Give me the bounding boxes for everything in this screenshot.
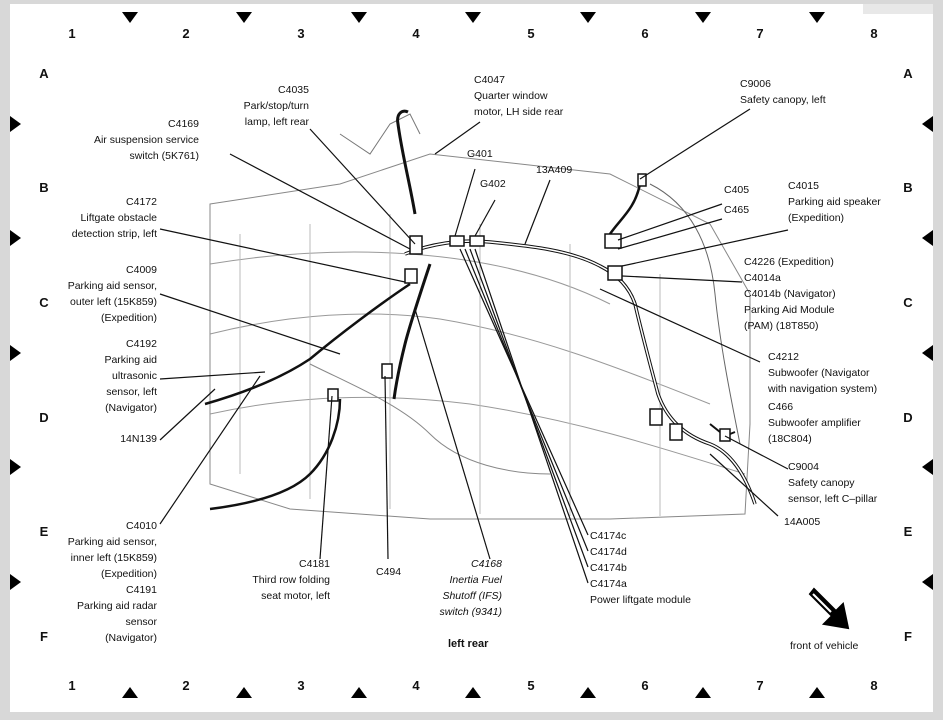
diagram-sheet: 1 2 3 4 5 6 7 8 1 2 3 4 5 6 7 8 A B C D … [10, 4, 933, 712]
label-c4172: C4172 Liftgate obstacle detection strip,… [71, 196, 157, 240]
grid-row-right-e: E [903, 524, 913, 539]
grid-col-bottom-1: 1 [68, 678, 76, 693]
grid-col-top-5: 5 [527, 26, 535, 41]
border-marker [922, 230, 933, 246]
grid-row-right-b: B [903, 180, 913, 195]
border-marker [809, 687, 825, 698]
border-marker [351, 12, 367, 23]
border-marker [122, 12, 138, 23]
diagram-caption: left rear [448, 638, 489, 650]
label-c4035: C4035 Park/stop/turn lamp, left rear [243, 84, 309, 128]
vehicle-wiring-drawing [159, 108, 850, 630]
label-c465: C465 [724, 204, 750, 216]
label-14a005: 14A005 [784, 516, 821, 528]
border-marker [122, 687, 138, 698]
label-14n139: 14N139 [120, 433, 157, 445]
grid-row-left-b: B [39, 180, 49, 195]
grid-row-right-c: C [903, 295, 913, 310]
label-c494: C494 [376, 566, 402, 578]
border-marker [236, 687, 252, 698]
grid-row-right-d: D [903, 410, 913, 425]
label-c9006: C9006 Safety canopy, left [740, 78, 826, 106]
label-g401: G401 [467, 148, 493, 160]
label-c9004: C9004 Safety canopy sensor, left C–pilla… [788, 461, 878, 505]
label-c4015: C4015 Parking aid speaker (Expedition) [788, 180, 881, 224]
label-c405: C405 [724, 184, 750, 196]
grid-row-left-c: C [39, 295, 49, 310]
grid-col-top-8: 8 [870, 26, 878, 41]
border-marker [580, 687, 596, 698]
label-c466: C466 Subwoofer amplifier (18C804) [768, 401, 861, 445]
sheet-corner-shadow [863, 4, 933, 14]
grid-col-top-6: 6 [641, 26, 649, 41]
grid-col-bottom-5: 5 [527, 678, 535, 693]
border-marker [922, 459, 933, 475]
border-marker [236, 12, 252, 23]
border-marker [10, 116, 21, 132]
label-c4168: C4168 Inertia Fuel Shutoff (IFS) switch … [439, 558, 502, 618]
front-of-vehicle-arrow [808, 587, 850, 630]
body-outline [204, 109, 757, 520]
label-c4181: C4181 Third row folding seat motor, left [252, 558, 330, 602]
border-marker [10, 574, 21, 590]
grid-col-bottom-8: 8 [870, 678, 878, 693]
label-c4192: C4192 Parking aid ultrasonic sensor, lef… [104, 338, 157, 414]
leader-lines [159, 108, 789, 584]
grid-col-top-3: 3 [297, 26, 305, 41]
border-marker [10, 459, 21, 475]
grid-row-left-f: F [40, 629, 48, 644]
grid-col-top-1: 1 [68, 26, 76, 41]
border-marker [809, 12, 825, 23]
label-c4010-c4191: C4010 Parking aid sensor, inner left (15… [67, 520, 157, 644]
label-c4174: C4174c C4174d C4174b C4174a Power liftga… [590, 530, 691, 606]
border-marker [922, 574, 933, 590]
grid-col-bottom-2: 2 [182, 678, 190, 693]
label-g402: G402 [480, 178, 506, 190]
border-marker [351, 687, 367, 698]
grid-col-bottom-6: 6 [641, 678, 649, 693]
grid-col-top-4: 4 [412, 26, 420, 41]
grid-col-top-7: 7 [756, 26, 764, 41]
label-c4009: C4009 Parking aid sensor, outer left (15… [67, 264, 157, 324]
border-marker [580, 12, 596, 23]
border-marker [465, 12, 481, 23]
grid-col-bottom-3: 3 [297, 678, 305, 693]
grid-col-top-2: 2 [182, 26, 190, 41]
border-marker [10, 230, 21, 246]
border-marker [695, 687, 711, 698]
border-marker [922, 345, 933, 361]
border-marker [465, 687, 481, 698]
grid-row-right-a: A [903, 66, 913, 81]
label-c4226: C4226 (Expedition) C4014a C4014b (Naviga… [744, 256, 836, 332]
grid-row-right-f: F [904, 629, 912, 644]
border-marker [10, 345, 21, 361]
grid-row-left-d: D [39, 410, 49, 425]
grid-col-bottom-4: 4 [412, 678, 420, 693]
grid-row-left-e: E [39, 524, 49, 539]
label-c4212: C4212 Subwoofer (Navigator with navigati… [768, 351, 878, 395]
grid-row-left-a: A [39, 66, 49, 81]
label-13a409: 13A409 [536, 164, 573, 176]
border-marker [695, 12, 711, 23]
border-marker [922, 116, 933, 132]
grid-col-bottom-7: 7 [756, 678, 764, 693]
front-of-vehicle-note: front of vehicle [790, 640, 859, 652]
label-c4047: C4047 Quarter window motor, LH side rear [474, 74, 564, 118]
label-c4169: C4169 Air suspension service switch (5K7… [93, 118, 199, 162]
